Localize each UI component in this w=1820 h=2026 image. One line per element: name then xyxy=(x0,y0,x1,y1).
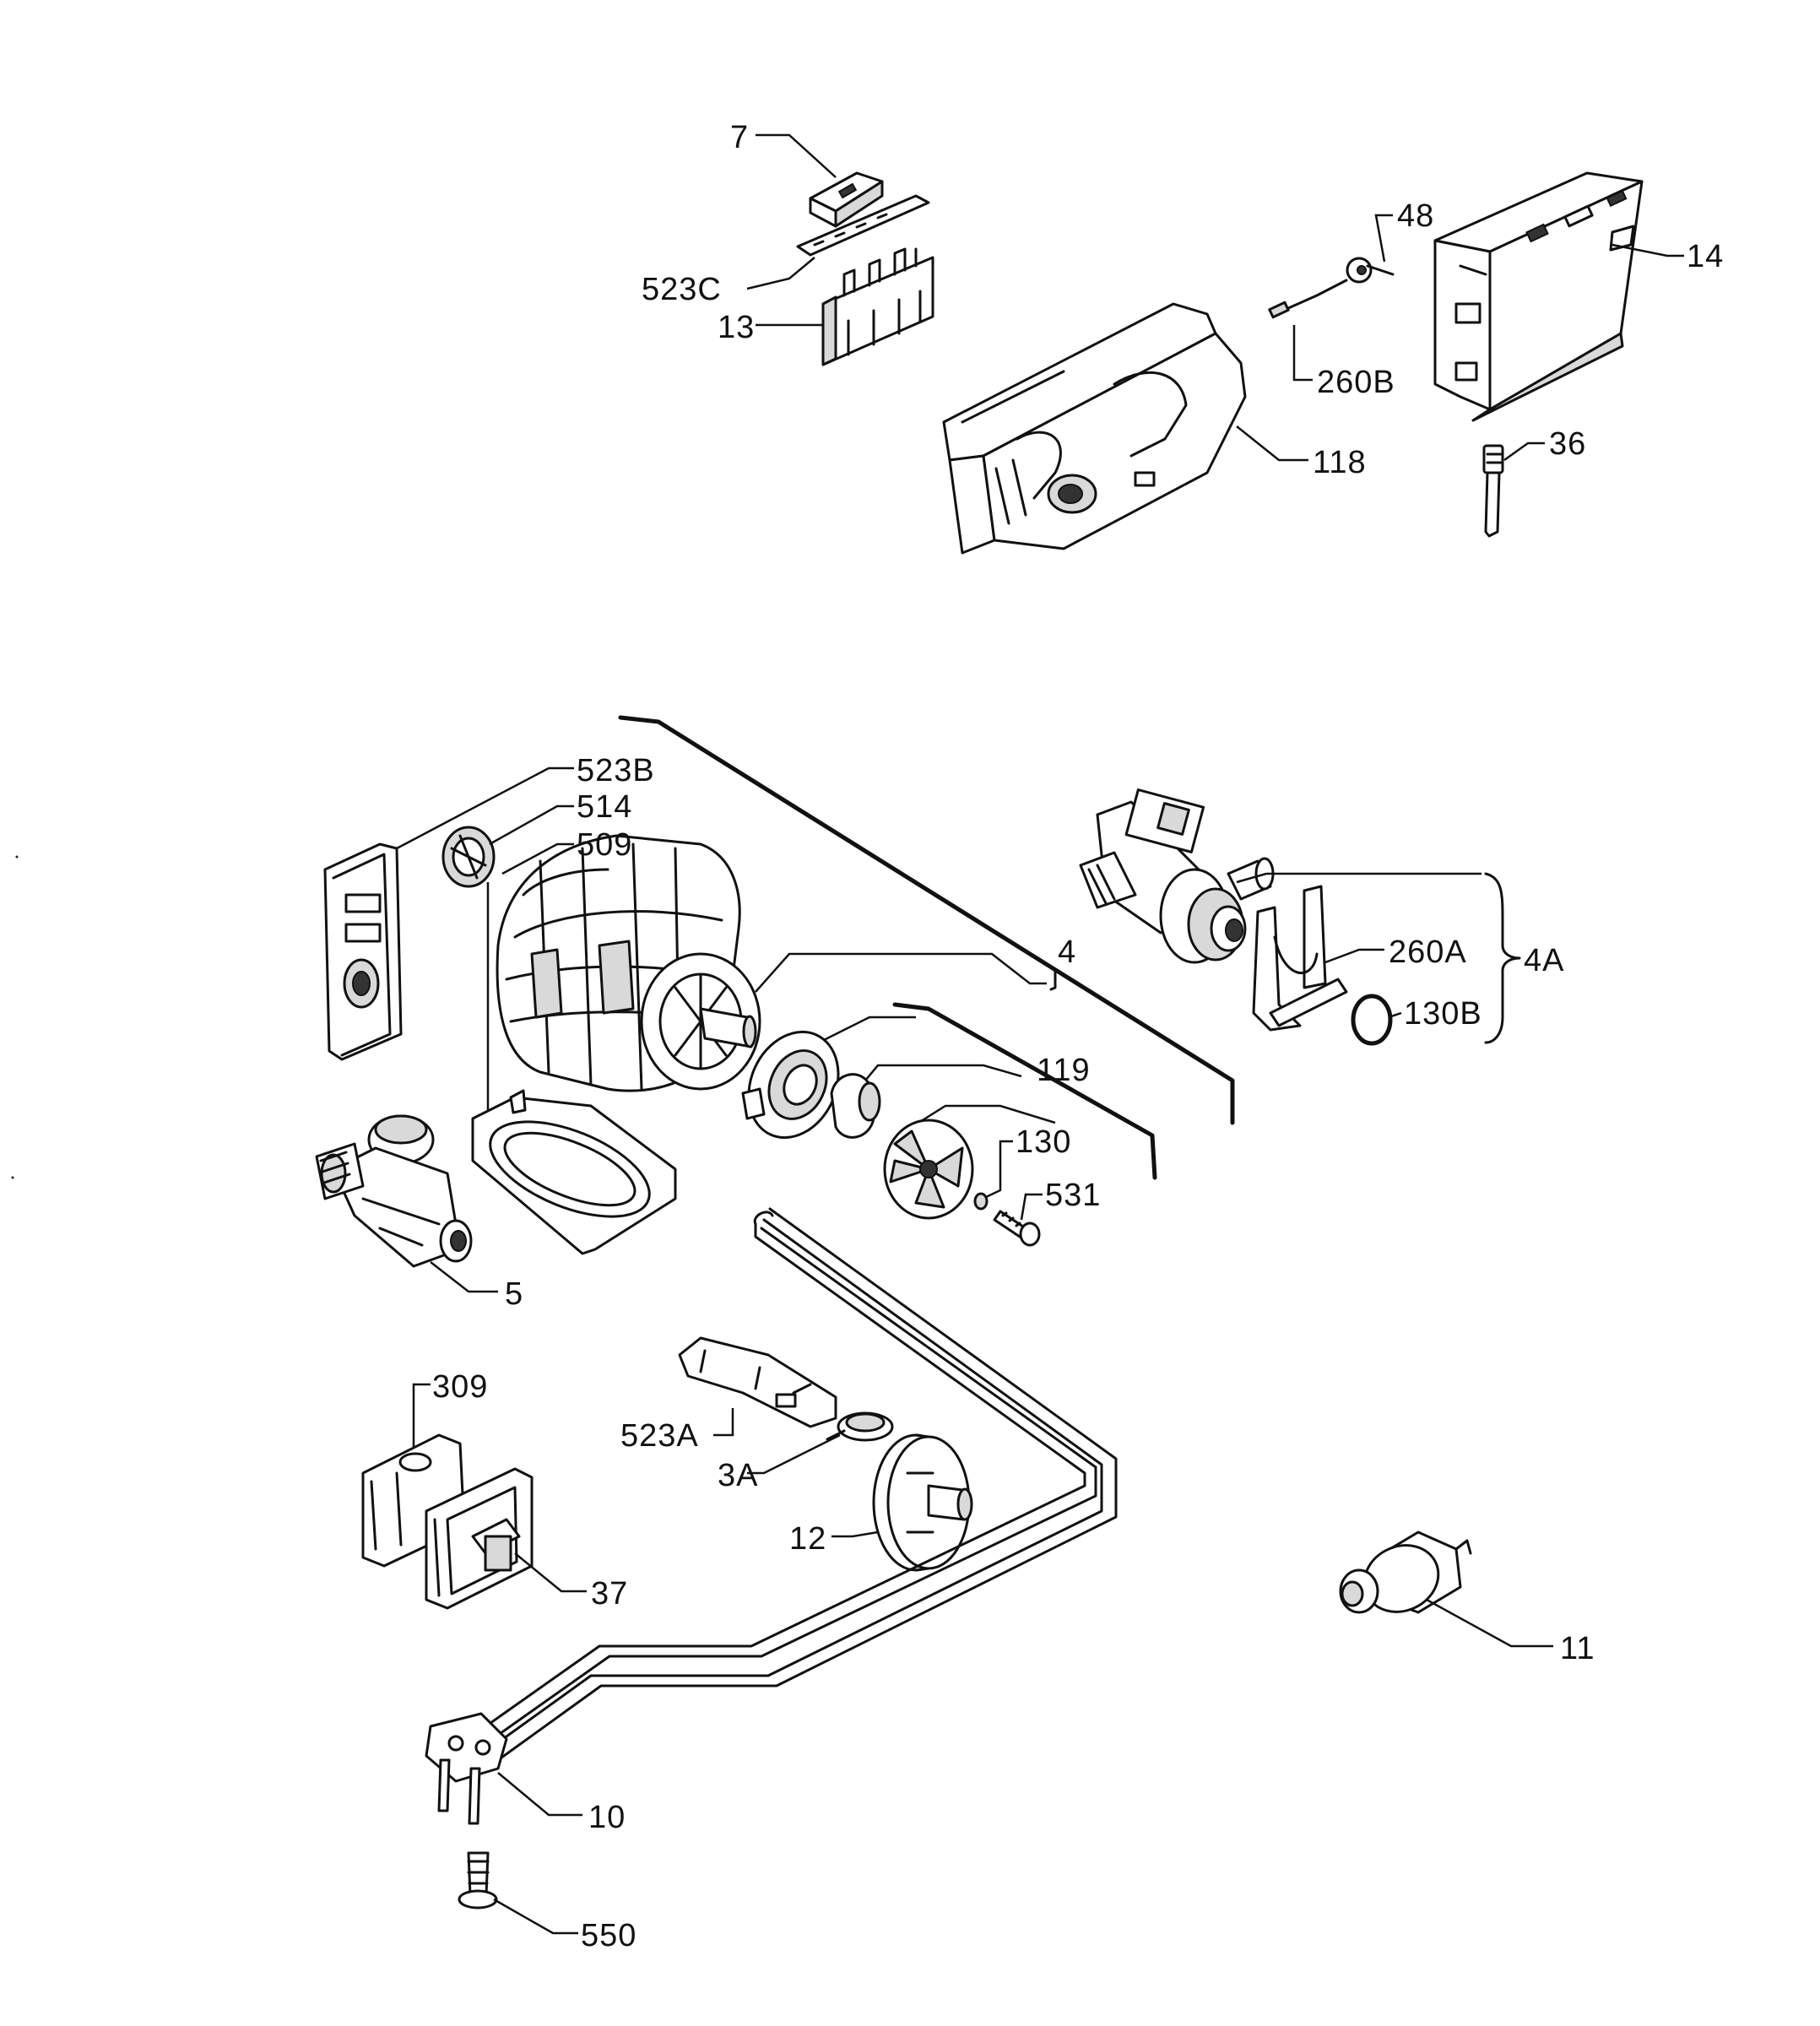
part-3A-thermostat xyxy=(826,1411,894,1442)
label-309: 309 xyxy=(432,1369,488,1405)
leader-531 xyxy=(1020,1193,1043,1221)
bracket-4 xyxy=(618,715,1235,1125)
part-collar xyxy=(830,1073,881,1139)
part-5-pump xyxy=(315,1114,473,1268)
leader-10 xyxy=(497,1772,582,1817)
part-130-washer xyxy=(973,1192,989,1211)
leader-523B xyxy=(396,767,574,850)
label-118: 118 xyxy=(1313,445,1367,480)
brace-4A xyxy=(1484,872,1521,1044)
leader-12 xyxy=(831,1530,879,1538)
leader-4A-top xyxy=(1236,872,1481,884)
label-4A: 4A xyxy=(1524,943,1564,978)
part-14-control-module xyxy=(1433,171,1644,422)
leader-36 xyxy=(1503,441,1545,462)
label-523A: 523A xyxy=(620,1418,699,1454)
label-36: 36 xyxy=(1549,426,1586,462)
leader-5 xyxy=(430,1261,498,1293)
label-523C: 523C xyxy=(642,272,722,307)
leaders-48-260B xyxy=(1292,214,1393,382)
leader-550 xyxy=(493,1898,578,1935)
leader-37 xyxy=(514,1552,587,1593)
part-531-screw xyxy=(993,1210,1041,1247)
leader-523A xyxy=(713,1408,734,1437)
label-7: 7 xyxy=(730,120,749,155)
stray-dot xyxy=(11,1176,14,1179)
label-12: 12 xyxy=(789,1521,826,1557)
label-11: 11 xyxy=(1560,1631,1595,1666)
bracket-119 xyxy=(818,1002,1157,1180)
part-seal-housing xyxy=(741,1030,840,1140)
part-impeller xyxy=(883,1119,974,1220)
label-514: 514 xyxy=(577,789,632,825)
label-523B: 523B xyxy=(577,753,655,788)
part-13-terminal-block xyxy=(821,247,934,366)
leader-11 xyxy=(1426,1598,1553,1648)
leader-130 xyxy=(985,1140,1013,1199)
label-509: 509 xyxy=(577,827,632,863)
part-37-capacitor xyxy=(425,1467,534,1610)
leader-514 xyxy=(489,804,574,846)
label-37: 37 xyxy=(591,1576,628,1612)
label-5: 5 xyxy=(505,1276,523,1312)
part-10-heating-element xyxy=(425,1207,1118,1825)
part-523B-panel xyxy=(323,842,403,1061)
label-550: 550 xyxy=(581,1918,636,1953)
label-48: 48 xyxy=(1397,198,1434,234)
part-motor-gasket xyxy=(471,1089,677,1255)
label-14: 14 xyxy=(1687,239,1724,274)
label-4: 4 xyxy=(1058,934,1076,970)
part-260A-clip xyxy=(1252,885,1348,1032)
leader-130B xyxy=(1388,1011,1402,1019)
label-130: 130 xyxy=(1016,1124,1071,1160)
leader-309 xyxy=(412,1383,431,1448)
part-36-fuse xyxy=(1482,444,1504,538)
label-260B: 260B xyxy=(1317,365,1395,400)
part-550-screw xyxy=(458,1851,498,1910)
leader-14 xyxy=(1611,243,1684,257)
part-7-connector xyxy=(809,171,884,228)
label-260A: 260A xyxy=(1389,934,1467,970)
label-3A: 3A xyxy=(718,1458,758,1493)
stray-dot xyxy=(15,855,19,859)
part-523C-bracket xyxy=(796,194,930,257)
part-514-ring xyxy=(441,826,496,888)
label-130B: 130B xyxy=(1404,996,1482,1032)
leaders-top-left xyxy=(746,133,837,327)
part-130B-oring xyxy=(1351,994,1393,1046)
label-10: 10 xyxy=(588,1800,626,1835)
leader-260A xyxy=(1324,948,1384,964)
part-260B-wire xyxy=(1268,279,1348,319)
label-13: 13 xyxy=(718,310,755,345)
label-531: 531 xyxy=(1045,1178,1101,1213)
part-118-housing xyxy=(942,302,1247,555)
label-119: 119 xyxy=(1037,1053,1091,1088)
part-11-filter xyxy=(1339,1530,1472,1614)
part-4A-valve xyxy=(1079,788,1275,964)
part-523A-bracket xyxy=(678,1336,837,1428)
part-48-clip xyxy=(1346,257,1395,284)
part-509-motor xyxy=(496,834,761,1092)
leader-3A xyxy=(747,1433,841,1475)
leader-118 xyxy=(1236,425,1308,462)
part-12-pressure-switch xyxy=(872,1433,973,1572)
